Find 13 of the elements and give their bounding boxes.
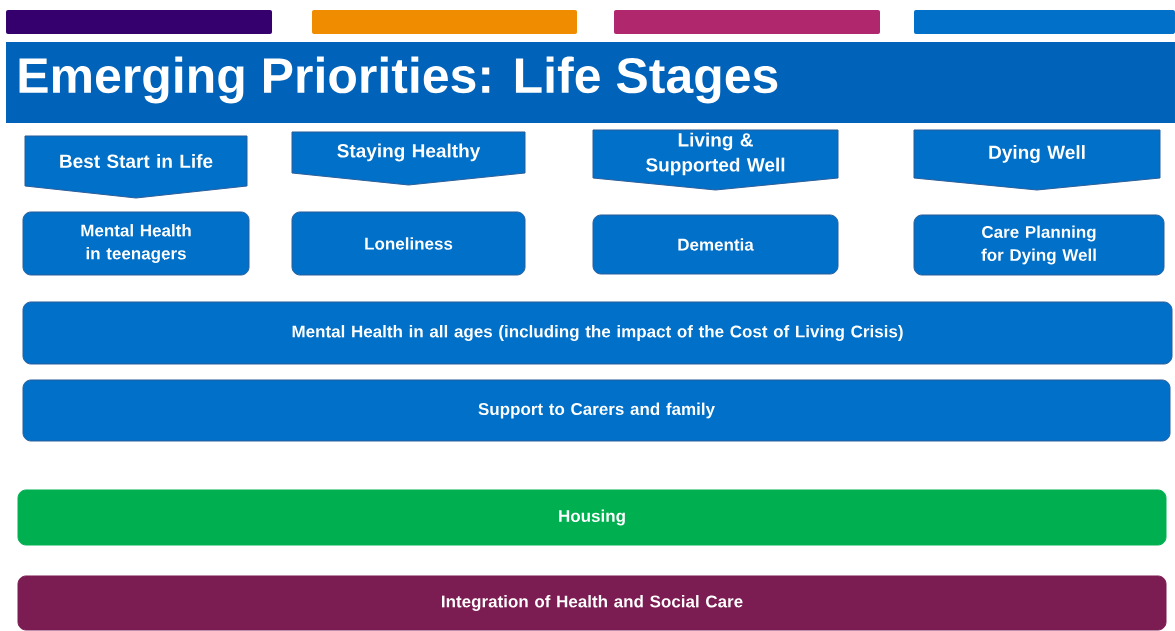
priority-box: Mental Health in all ages (including the impact of the Cost of Living Crisis) (22, 301, 1173, 365)
chevron-banner: Living & Supported Well (592, 129, 839, 191)
priority-box: Mental Health in teenagers (22, 211, 250, 276)
priority-box: Integration of Health and Social Care (17, 575, 1167, 631)
priority-box: Dementia (592, 214, 839, 275)
title-banner: Emerging Priorities: Life Stages (6, 42, 1175, 123)
chevron-banner: Dying Well (913, 129, 1161, 191)
priority-box: Loneliness (291, 211, 526, 276)
priority-box: Housing (17, 489, 1167, 546)
priority-box: Care Planning for Dying Well (913, 214, 1165, 276)
chevron-banner: Best Start in Life (24, 135, 248, 199)
priority-box: Support to Carers and family (22, 379, 1171, 442)
chevron-banner: Staying Healthy (291, 131, 526, 186)
